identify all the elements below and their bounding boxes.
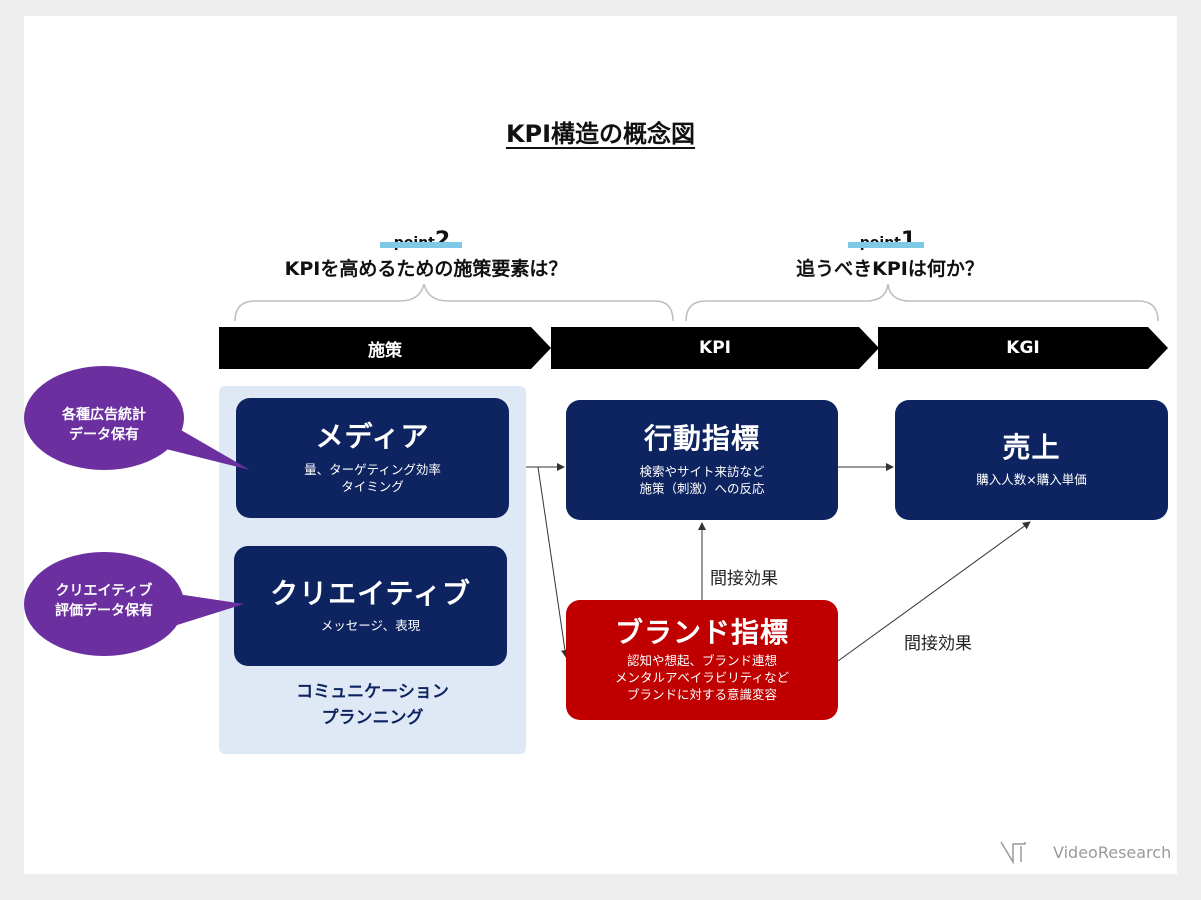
indirect-effect-label-diagonal: 間接効果 bbox=[904, 634, 972, 654]
bubble-bottom bbox=[24, 552, 244, 656]
arrow-brand-to-sales bbox=[837, 521, 1031, 662]
stage-arrow-kpi: KPI bbox=[551, 327, 879, 369]
diagram-lines bbox=[234, 283, 1159, 662]
point-2-question: KPIを高めるための施策要素は？ bbox=[284, 258, 568, 280]
sales-heading: 売上 bbox=[1002, 430, 1061, 464]
creative-heading: クリエイティブ bbox=[270, 576, 471, 610]
action-description: 検索やサイト来訪など 施策（刺激）への反応 bbox=[639, 463, 765, 496]
media-box: メディア 量、ターゲティング効率 タイミング bbox=[236, 398, 509, 518]
sales-box: 売上 購入人数×購入単価 bbox=[895, 400, 1168, 520]
indirect-effect-label-vertical: 間接効果 bbox=[710, 569, 778, 589]
arrow-panel-to-brand bbox=[537, 466, 569, 658]
creative-box: クリエイティブ メッセージ、表現 bbox=[234, 546, 507, 666]
brand-description: 認知や想起、ブランド連想 メンタルアベイラビリティなど ブランドに対する意識変容 bbox=[614, 653, 789, 703]
stage-arrow-kgi: KGI bbox=[878, 327, 1168, 369]
video-research-logo: VideoResearch bbox=[999, 840, 1171, 864]
media-description: 量、ターゲティング効率 タイミング bbox=[304, 461, 441, 494]
brace-right bbox=[685, 283, 1159, 322]
sales-description: 購入人数×購入単価 bbox=[976, 472, 1087, 488]
creative-description: メッセージ、表現 bbox=[320, 618, 421, 634]
logo-mark-icon bbox=[1000, 841, 1026, 864]
point-2-highlight bbox=[380, 242, 462, 248]
brand-heading: ブランド指標 bbox=[614, 615, 789, 649]
brand-indicator-box: ブランド指標 認知や想起、ブランド連想 メンタルアベイラビリティなど ブランドに… bbox=[566, 600, 838, 720]
stage-arrow-measures: 施策 bbox=[219, 327, 551, 369]
media-heading: メディア bbox=[315, 420, 430, 454]
bubble-bottom-text: クリエイティブ 評価データ保有 bbox=[55, 583, 153, 619]
page-title: KPI構造の概念図 bbox=[505, 120, 696, 148]
bubble-top bbox=[24, 366, 250, 470]
point-1-question: 追うべきKPIは何か？ bbox=[796, 258, 984, 280]
brace-left bbox=[234, 283, 674, 322]
slide: KPI構造の概念図 point2 KPIを高めるための施策要素は？ point1… bbox=[24, 16, 1177, 874]
bubble-top-text: 各種広告統計 データ保有 bbox=[62, 407, 146, 443]
action-heading: 行動指標 bbox=[643, 422, 760, 456]
action-indicator-box: 行動指標 検索やサイト来訪など 施策（刺激）への反応 bbox=[566, 400, 838, 520]
point-1-highlight bbox=[848, 242, 924, 248]
panel-label: コミュニケーション プランニング bbox=[296, 682, 449, 728]
speech-bubbles bbox=[24, 366, 250, 656]
